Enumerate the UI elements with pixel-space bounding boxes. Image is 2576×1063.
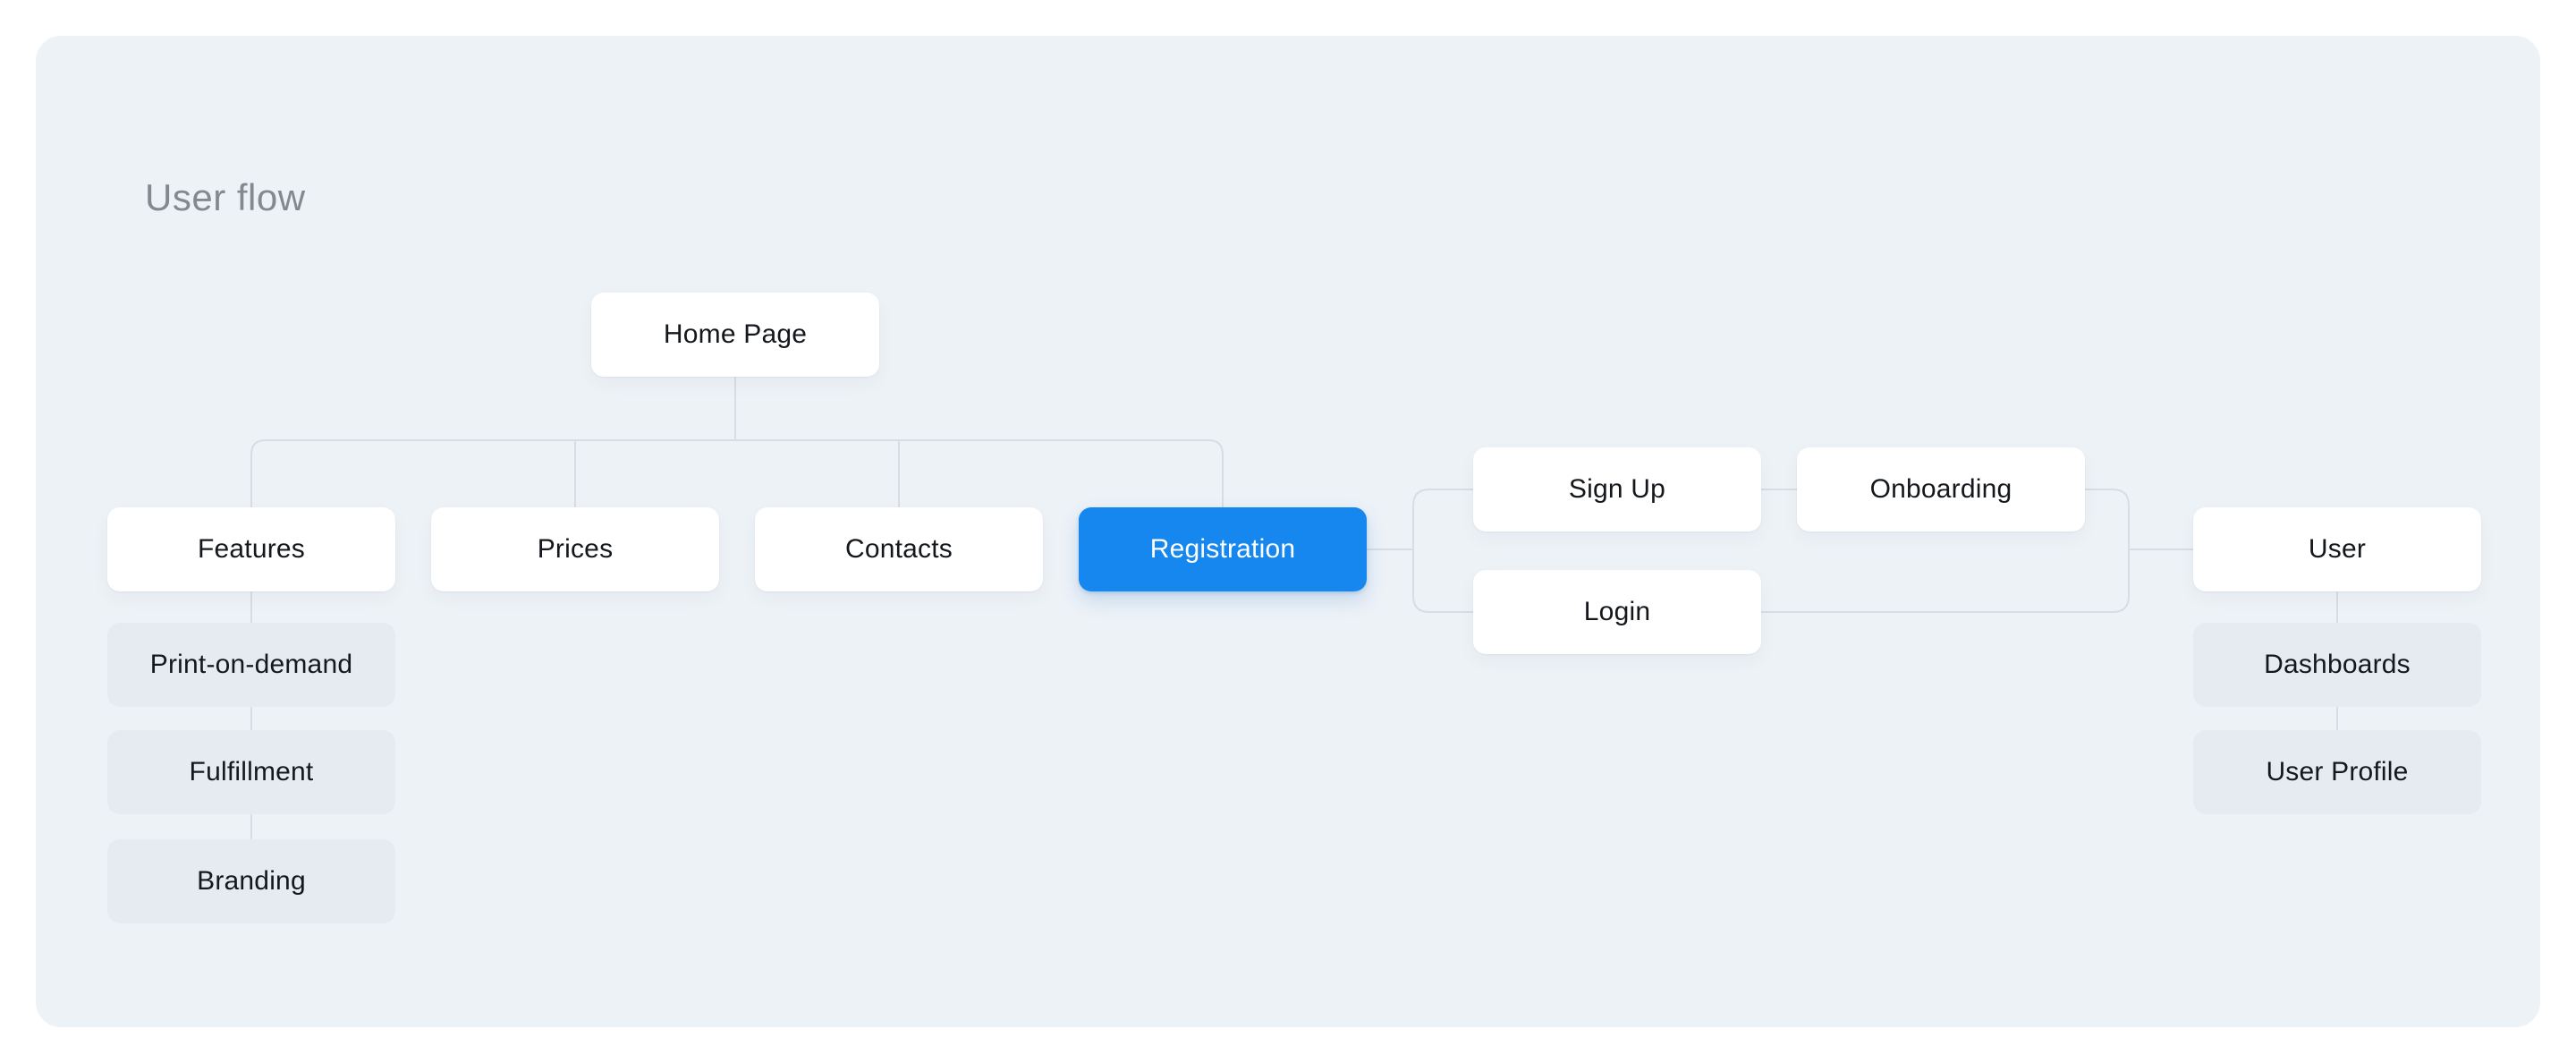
node-label: Registration [1149, 534, 1296, 564]
node-label: Print-on-demand [149, 650, 353, 679]
flow-node-print-on-demand[interactable]: Print-on-demand [107, 623, 395, 707]
node-label: Features [198, 534, 305, 564]
flow-node-registration[interactable]: Registration [1079, 507, 1367, 591]
connector-top-branch [250, 439, 1224, 507]
node-label: Branding [197, 866, 306, 896]
flow-node-onboarding[interactable]: Onboarding [1797, 447, 2085, 532]
node-label: User Profile [2266, 757, 2409, 787]
page-title: User flow [145, 176, 306, 218]
node-label: Login [1583, 597, 1651, 626]
flow-node-contacts[interactable]: Contacts [755, 507, 1043, 591]
connector-signup-login-bracket [1412, 489, 1473, 613]
connector-onboarding-login-bracket [1760, 489, 2130, 613]
node-label: User [2308, 534, 2367, 564]
flow-node-prices[interactable]: Prices [431, 507, 719, 591]
flow-node-user[interactable]: User [2193, 507, 2481, 591]
flow-node-login[interactable]: Login [1473, 570, 1761, 654]
flow-node-branding[interactable]: Branding [107, 839, 395, 923]
node-label: Contacts [845, 534, 953, 564]
flow-node-features[interactable]: Features [107, 507, 395, 591]
flow-node-user-profile[interactable]: User Profile [2193, 730, 2481, 814]
node-label: Onboarding [1869, 474, 2012, 504]
node-label: Prices [537, 534, 614, 564]
node-label: Dashboards [2264, 650, 2411, 679]
flow-node-sign-up[interactable]: Sign Up [1473, 447, 1761, 532]
flow-node-dashboards[interactable]: Dashboards [2193, 623, 2481, 707]
node-label: Fulfillment [189, 757, 314, 787]
flow-node-home-page[interactable]: Home Page [591, 293, 879, 377]
node-label: Home Page [663, 319, 808, 349]
node-label: Sign Up [1568, 474, 1666, 504]
flow-node-fulfillment[interactable]: Fulfillment [107, 730, 395, 814]
